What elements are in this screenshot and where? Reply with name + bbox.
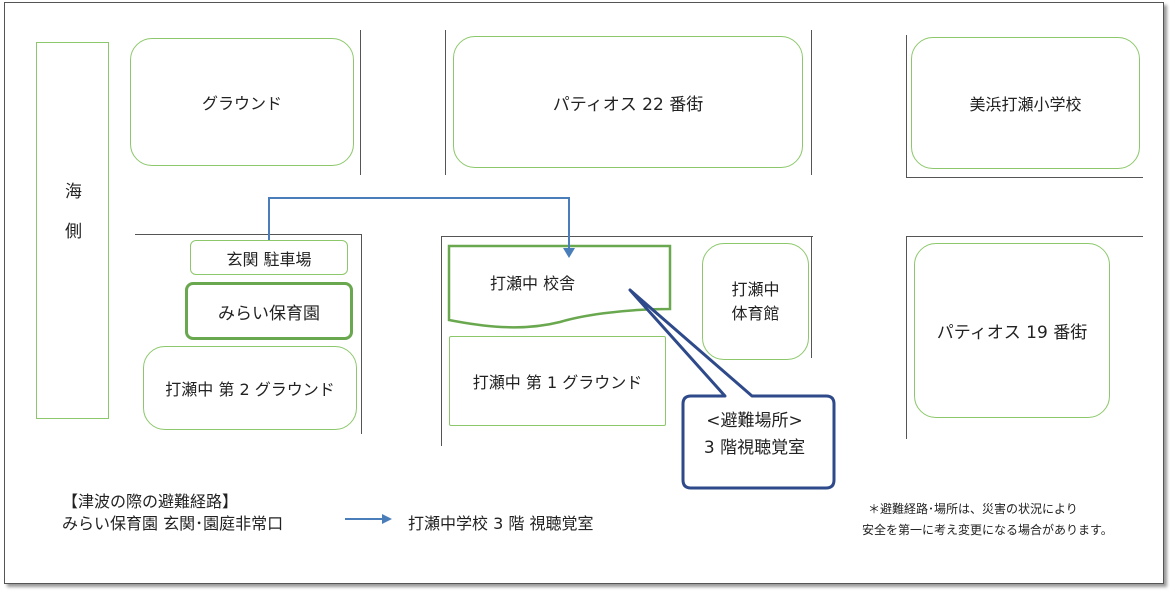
block-label: 美浜打瀬小学校 [969, 95, 1082, 114]
sea-side-strip: 海 側 [36, 42, 109, 419]
callout-room: 3 階視聴覚室 [703, 438, 806, 458]
block-gym: 打瀬中 体育館 [702, 243, 809, 360]
block-label: みらい保育園 [218, 303, 320, 324]
road-line [906, 236, 907, 439]
road-line [441, 236, 813, 237]
road-line [906, 35, 907, 177]
school-building-label: 打瀬中 校舎 [490, 274, 576, 293]
block-entrance-parking: 玄関 駐車場 [190, 240, 348, 275]
road-line [811, 30, 812, 175]
block-label: パティオス 22 番街 [552, 94, 704, 115]
road-line [445, 30, 446, 175]
block-label: 打瀬中 第 2 グラウンド [165, 380, 335, 399]
evacuation-site-callout: <避難場所> 3 階視聴覚室 [683, 408, 826, 462]
callout-bubble [628, 288, 836, 490]
block-label: 体育館 [731, 303, 780, 323]
sea-label-char: 海 [65, 182, 82, 202]
block-mihama-elementary: 美浜打瀬小学校 [911, 37, 1140, 169]
legend-title: 【津波の際の避難経路】 [62, 492, 239, 511]
note-line-1: ＊避難経路･場所は、災害の状況により [868, 502, 1078, 516]
block-label: 打瀬中 第 1 グラウンド [472, 373, 643, 392]
road-line [906, 236, 1143, 237]
legend-from: みらい保育園 玄関･園庭非常口 [62, 514, 284, 533]
block-label: パティオス 19 番街 [936, 323, 1088, 343]
block-ground-1: 打瀬中 第 1 グラウンド [449, 336, 666, 426]
block-ground-2: 打瀬中 第 2 グラウンド [143, 346, 357, 430]
evacuation-route-line [268, 197, 570, 250]
callout-title: <避難場所> [706, 411, 803, 431]
block-label: グラウンド [201, 94, 282, 113]
legend-arrowhead [382, 514, 392, 524]
road-line [360, 30, 361, 175]
block-label: 玄関 駐車場 [226, 249, 312, 269]
block-mirai-nursery: みらい保育園 [185, 282, 353, 340]
sea-label-char: 側 [65, 222, 82, 242]
road-line [906, 177, 1143, 178]
road-line [811, 236, 812, 358]
block-ground: グラウンド [130, 38, 354, 166]
block-patios-22: パティオス 22 番街 [453, 36, 803, 168]
legend-to: 打瀬中学校 3 階 視聴覚室 [408, 514, 594, 533]
block-patios-19: パティオス 19 番街 [914, 243, 1110, 418]
road-line [135, 234, 362, 235]
block-label: 打瀬中 [731, 279, 780, 299]
note-line-2: 安全を第一に考え変更になる場合があります。 [862, 523, 1113, 537]
road-line [361, 234, 362, 434]
road-line [441, 236, 442, 446]
route-arrowhead [563, 248, 575, 258]
